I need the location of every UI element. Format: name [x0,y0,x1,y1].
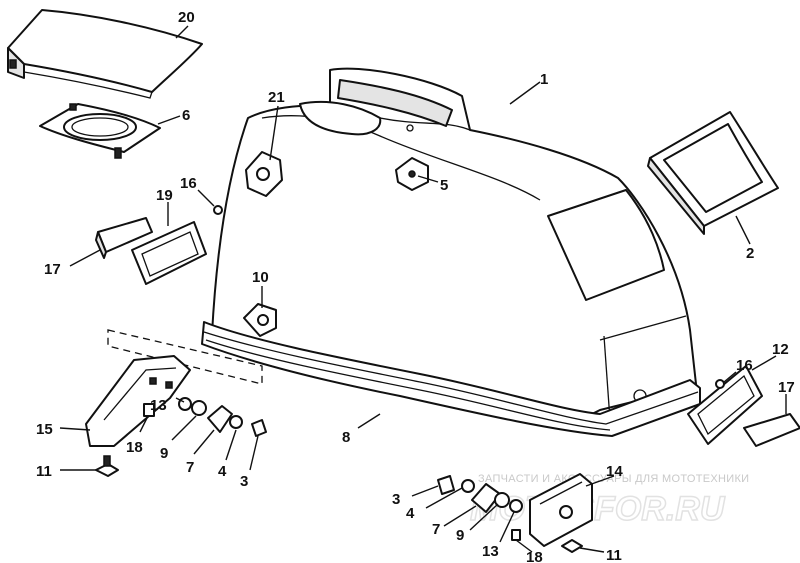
right-fastener-stack [437,475,583,553]
part-9-right [494,492,510,508]
leader-lines [59,25,787,553]
callout-18-right: 18 [526,549,543,563]
part-5-rear-knob [395,157,429,191]
callout-9-left: 9 [160,445,168,462]
part-20-access-door [7,9,203,99]
callout-19: 19 [156,187,173,204]
part-16-screw-right [715,379,725,389]
callout-17-right: 17 [778,379,795,396]
part-11-right [561,539,583,553]
part-3-left [251,419,267,437]
callout-2: 2 [746,245,754,262]
part-18-left [143,403,155,417]
left-fastener-stack [95,397,267,477]
part-4-right [461,479,475,493]
callout-5: 5 [440,177,448,194]
callout-11-left: 11 [36,463,52,480]
part-12-latch-plate-right [687,365,763,445]
part-18-right [511,529,521,541]
part-13-right [509,499,523,513]
callout-6: 6 [182,107,190,124]
part-19-latch-plate [131,221,207,285]
callout-16-left: 16 [180,175,197,192]
part-9-left [191,400,207,416]
callout-12: 12 [772,341,789,358]
callout-20: 20 [178,9,195,26]
callout-8: 8 [342,429,350,446]
part-17-latch-handle-right [743,413,800,447]
callout-15: 15 [36,421,53,438]
callout-14: 14 [606,463,623,480]
part-16-screw-left [213,205,223,215]
part-3-right [437,475,455,495]
part-15-bracket [85,329,263,447]
part-14-bracket-right [529,473,593,547]
callout-3-right: 3 [392,491,400,508]
callout-4-right: 4 [406,505,415,522]
callout-4-left: 4 [218,463,227,480]
part-21-knob [245,151,283,197]
callout-7-left: 7 [186,459,194,476]
part-6-oval-frame [39,103,161,159]
part-7-left [207,405,233,433]
callout-9-right: 9 [456,527,464,544]
callout-10: 10 [252,269,269,286]
part-17-latch-handle-left [95,217,153,259]
callout-16-right: 16 [736,357,753,374]
callout-21: 21 [268,89,285,106]
watermark-caption: ЗАПЧАСТИ И АКСЕССУАРЫ ДЛЯ МОТОТЕХНИКИ [478,473,749,485]
callout-7-right: 7 [432,521,440,538]
callout-1: 1 [540,71,548,88]
callout-13-right: 13 [482,543,499,560]
part-4-left [229,415,243,429]
callout-18-left: 18 [126,439,143,456]
callout-3-left: 3 [240,473,248,490]
part-10-clip [243,303,277,337]
callout-17-left: 17 [44,261,61,278]
callout-11-right: 11 [606,547,622,563]
callout-13-left: 13 [150,397,167,414]
callout-labels: 20 1 2 6 21 5 10 16 19 17 8 12 16 17 15 … [36,9,795,563]
part-2-window-frame [647,111,779,235]
